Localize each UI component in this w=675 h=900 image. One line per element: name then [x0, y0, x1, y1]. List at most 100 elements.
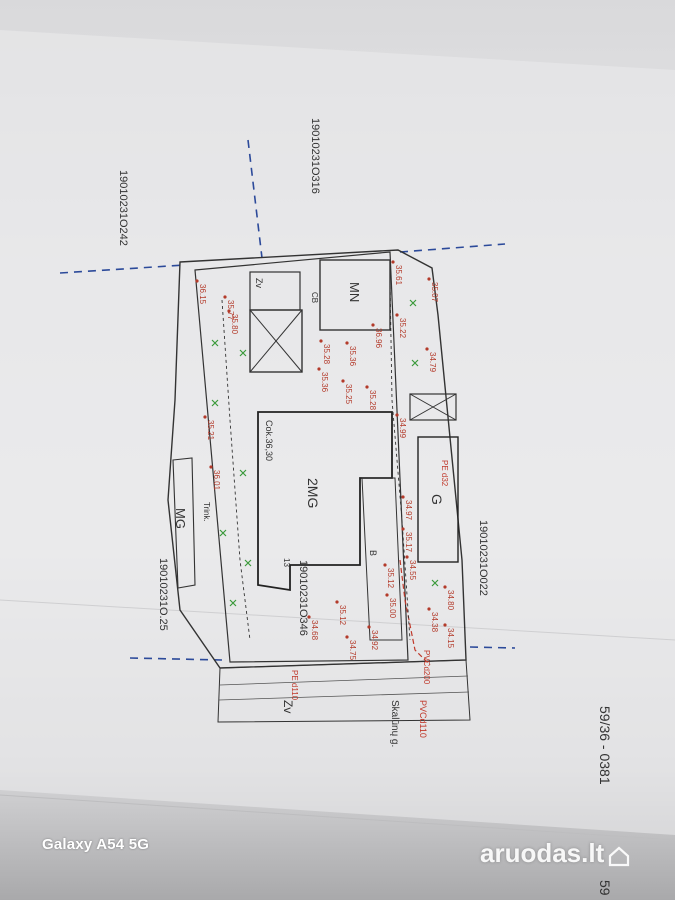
- elevation-label: 36.01: [212, 470, 221, 491]
- zone-mg: MG: [173, 508, 188, 529]
- label-pvc-d200: PVCd200: [422, 650, 431, 685]
- elevation-label: 35.00: [388, 598, 397, 619]
- zone-main-building: 2MG: [305, 478, 321, 508]
- elevation-label: 34.38: [430, 612, 439, 633]
- sheet-number-partial: 59: [597, 880, 613, 896]
- elevation-readings: 35.07 35.61 35.22 34.79 34.99 35.28 35.36 35.25…: [195, 260, 455, 661]
- elevation-point: [425, 347, 429, 351]
- zv-structure: [249, 271, 301, 311]
- street-line-2: [218, 691, 470, 701]
- elevation-point: [341, 379, 345, 383]
- elevation-label: 34.15: [446, 628, 455, 649]
- elevation-label: 36.15: [198, 284, 207, 305]
- elevation-label: 34.68: [310, 620, 319, 641]
- elevation-point: [395, 313, 399, 317]
- elevation-point: [427, 607, 431, 611]
- label-street: Skalūnų g.: [389, 700, 400, 747]
- elevation-label: 34.97: [404, 500, 413, 521]
- elevation-label: 35.36: [348, 346, 357, 367]
- small-cross-2: [409, 393, 457, 421]
- zone-garage: G: [429, 494, 445, 505]
- paper-bottom-edge: [0, 794, 675, 841]
- zone-zv: Zv: [281, 700, 295, 713]
- parcel-boundary-lines: [59, 139, 516, 661]
- elevation-point: [317, 367, 321, 371]
- label-cb: CB: [310, 292, 319, 303]
- elevation-label: 35.28: [322, 344, 331, 365]
- paper-sheet: [0, 30, 675, 835]
- house-icon: [608, 843, 630, 866]
- street-strip: [217, 659, 471, 723]
- elevation-point: [443, 585, 447, 589]
- label-pe-d32: PE d32: [440, 460, 449, 487]
- elevation-label: 35.12: [338, 605, 347, 626]
- elevation-label: 34.79: [428, 352, 437, 373]
- parcel-id-center: 19010231O346: [297, 560, 309, 636]
- elevation-label: 34.80: [446, 590, 455, 611]
- elevation-point: [395, 413, 399, 417]
- sheet-number: 59/36 - 0381: [597, 706, 613, 785]
- label-pe-d110: PE d110: [290, 670, 299, 701]
- elevation-point: [443, 623, 447, 627]
- elevation-point: [195, 279, 199, 283]
- elevation-label: 35.80: [230, 314, 239, 335]
- elevation-point: [209, 465, 213, 469]
- elevation-point: [401, 527, 405, 531]
- elevation-point: [345, 341, 349, 345]
- utility-line-red: [399, 559, 431, 666]
- elevation-label: 35.07: [430, 282, 439, 303]
- parcel-id-left: 19010231O242: [117, 170, 129, 246]
- elevation-point: [365, 385, 369, 389]
- elevation-point: [367, 625, 371, 629]
- elevation-point: [223, 295, 227, 299]
- elevation-point: [391, 260, 395, 264]
- elevation-label: 34.99: [398, 418, 407, 439]
- elevation-point: [427, 277, 431, 281]
- zone-mn: MN: [347, 282, 362, 302]
- elevation-point: [319, 339, 323, 343]
- elevation-label: 34.75: [348, 640, 357, 661]
- driveway: [361, 477, 403, 641]
- paper-fold: [0, 599, 675, 641]
- mg-strip: [172, 457, 196, 589]
- phone-watermark: Galaxy A54 5G: [42, 836, 150, 853]
- elevation-point: [383, 563, 387, 567]
- elevation-point: [405, 555, 409, 559]
- elevation-point: [307, 615, 311, 619]
- elevation-label: 36.96: [374, 328, 383, 349]
- zone-zv-small: Zv: [254, 278, 264, 288]
- elevation-label: 35.61: [394, 265, 403, 286]
- shed-cross-2: [249, 309, 303, 373]
- elevation-label: 35.22: [398, 318, 407, 339]
- aruodas-logo: aruodas.lt: [480, 838, 630, 869]
- elevation-point: [203, 415, 207, 419]
- label-trink: Trink.: [202, 502, 211, 522]
- elevation-point: [345, 635, 349, 639]
- elevation-label: 34.55: [408, 560, 417, 581]
- label-b: B: [368, 550, 378, 556]
- elevation-label: 35.25: [344, 384, 353, 405]
- label-cok: Cok.36,30: [264, 420, 274, 461]
- parcel-id-top: 19010231O316: [309, 118, 321, 194]
- elevation-label: 35.17: [404, 532, 413, 553]
- elevation-point: [335, 600, 339, 604]
- elevation-label: 35.36: [320, 372, 329, 393]
- parcel-id-right: 19010231O022: [477, 520, 489, 596]
- street-line-1: [219, 675, 469, 686]
- main-building: [257, 411, 393, 592]
- elevation-label: 35.28: [368, 390, 377, 411]
- elevation-label: 35.77: [226, 300, 235, 321]
- elevation-label: 35.12: [386, 568, 395, 589]
- label-nr-13: 13: [282, 558, 291, 567]
- elevation-label: 34.92: [370, 630, 379, 651]
- elevation-point: [401, 495, 405, 499]
- parcel-id-bottom-left: 19010231O.25: [157, 558, 169, 631]
- elevation-point: [227, 309, 231, 313]
- vegetation-marks: [211, 299, 439, 607]
- elevation-point: [371, 323, 375, 327]
- utility-line-dark-2: [389, 279, 411, 641]
- utility-line-dark: [221, 299, 251, 641]
- aruodas-logo-text: aruodas.lt: [480, 838, 605, 868]
- label-pvc-d110: PVCd110: [418, 700, 428, 738]
